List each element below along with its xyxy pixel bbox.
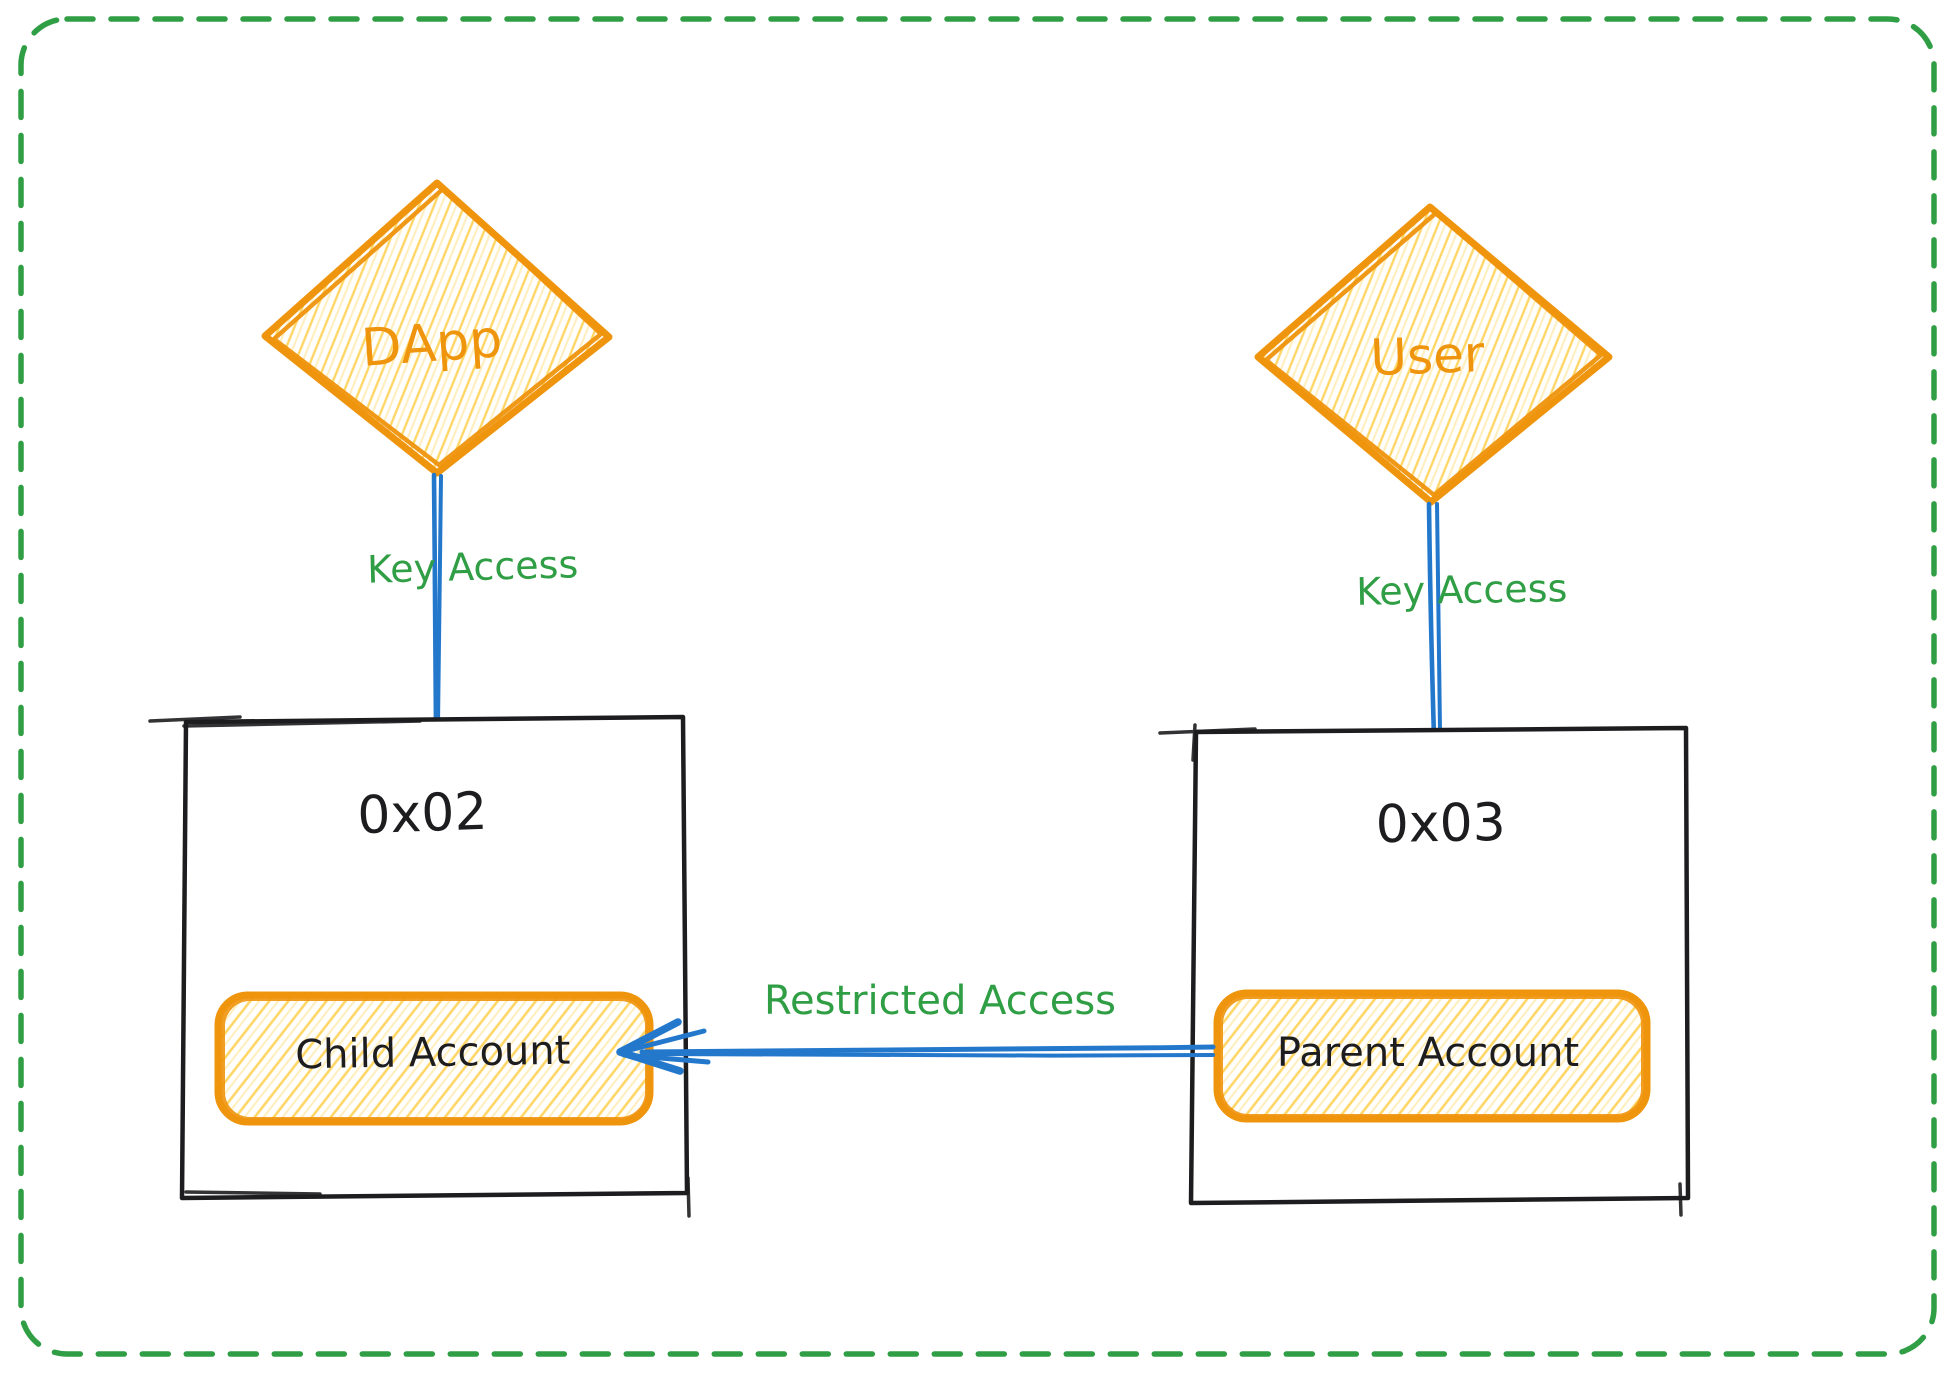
parent-account-outline-second-pass: [1219, 995, 1645, 1118]
dapp-label: DApp: [360, 309, 505, 379]
arrowhead-stroke-upper: [619, 1028, 707, 1055]
user-label: User: [1369, 325, 1485, 387]
child-account-fill: [218, 995, 650, 1122]
user-key-access-edge[interactable]: Key Access: [1356, 501, 1568, 740]
child-account-label: Child Account: [295, 1028, 571, 1079]
user-diamond-outline-second-pass: [1263, 210, 1604, 498]
dapp-diamond[interactable]: DApp: [261, 179, 613, 477]
parent-wallet-sketch-strokes: [1158, 723, 1683, 1217]
parent-wallet-box[interactable]: 0x03 Parent Account: [1158, 723, 1691, 1217]
parent-account-box[interactable]: Parent Account: [1213, 989, 1651, 1123]
parent-wallet-address: 0x03: [1375, 793, 1506, 855]
restricted-access-label: Restricted Access: [764, 978, 1116, 1024]
child-account-box[interactable]: Child Account: [214, 991, 654, 1126]
parent-account-label: Parent Account: [1277, 1030, 1579, 1076]
arrow-left-icon: [616, 1018, 711, 1075]
key-access-label-left: Key Access: [367, 542, 579, 592]
child-wallet-sketch-strokes: [148, 715, 691, 1218]
child-wallet-box[interactable]: 0x02 Child Account: [148, 714, 691, 1218]
restricted-access-line: [639, 1044, 1216, 1055]
child-wallet-address: 0x02: [356, 782, 488, 847]
dapp-key-access-edge[interactable]: Key Access: [367, 472, 579, 731]
dapp-diamond-outline-second-pass: [271, 185, 604, 468]
parent-account-outline: [1213, 989, 1651, 1123]
dapp-key-line-second-pass: [436, 474, 443, 726]
dapp-key-line: [431, 472, 439, 731]
user-key-line: [1426, 501, 1437, 740]
restricted-access-line-second-pass: [650, 1052, 1215, 1058]
parent-account-fill: [1217, 993, 1647, 1119]
key-access-label-right: Key Access: [1356, 566, 1568, 614]
user-key-line-second-pass: [1435, 502, 1442, 732]
restricted-access-edge[interactable]: Restricted Access: [616, 978, 1216, 1075]
user-diamond-outline: [1254, 203, 1613, 506]
arrowhead-stroke-lower: [621, 1052, 711, 1065]
canvas-border: [18, 16, 1937, 1357]
user-diamond[interactable]: User: [1254, 203, 1613, 506]
